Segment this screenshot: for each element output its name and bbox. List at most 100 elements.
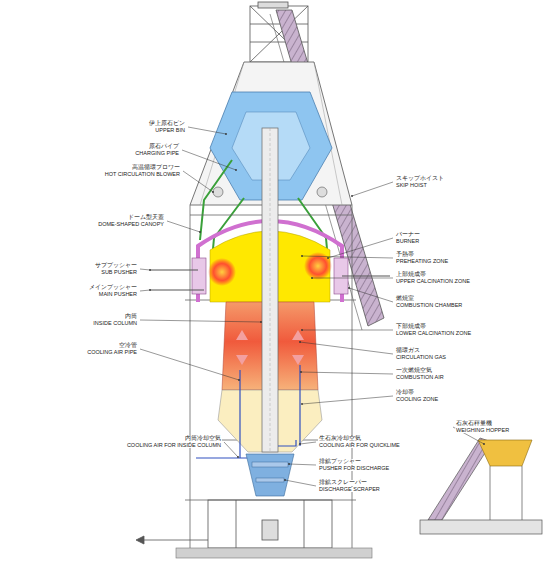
callout-label-en: MAIN PUSHER [98,292,138,298]
callout-label-en: INSIDE COLUMN [92,321,138,327]
leader-line [140,269,150,270]
callout-label-en: HOT CIRCULATION BLOWER [104,172,181,178]
leader-line [140,349,239,380]
callout-label-en: PREHEATING ZONE [395,259,449,265]
callout-label-jp: 予熱帯 [395,252,415,258]
weighing-hopper [478,440,532,466]
callout-label-jp: 下部焼成帯 [395,324,427,330]
leader-line [302,396,393,404]
leader-dot [311,277,313,279]
leader-line [328,238,393,258]
callout-label-en: PUSHER FOR DISCHARGE [318,466,390,472]
callout-label-jp: 空冷管 [118,343,138,349]
callout-label-en: SUB PUSHER [100,270,138,276]
callout-label-en: DOME-SHAPED CANOPY [97,222,165,228]
leader-line [224,442,238,457]
leader-line [183,171,213,192]
leader-dot [199,231,201,233]
callout-label-jp: スキップホイスト [395,176,445,182]
callout-label-jp: 冷却帯 [395,390,415,396]
callout-label-en: COMBUSTION AIR [395,375,445,381]
leader-dot [327,257,329,259]
leader-dot [149,269,151,271]
leader-dot [299,443,301,445]
leader-dot [299,341,301,343]
callout-label-jp: 石灰石秤量機 [455,421,493,427]
callout-label-jp: バーナー [395,232,421,238]
leader-line [312,278,393,279]
leader-line [352,182,393,196]
leader-line [182,150,236,170]
callout-label-jp: 内筒 [124,314,138,320]
leader-line [349,288,393,302]
burner-flame [208,258,236,286]
callout-label-jp: 循環ガス [395,348,421,354]
callout-label-jp: 生石灰冷却空気 [318,436,362,442]
discharge-scraper [256,478,284,482]
callout-label-jp: 上部焼成帯 [395,272,427,278]
leader-dot [301,255,303,257]
leader-dot [301,403,303,405]
callout-label-jp: 燃焼室 [395,296,415,302]
callout-label-en: UPPER CALCINATION ZONE [395,279,471,285]
leader-line [300,442,316,444]
callout-label-en: COOLING AIR PIPE [86,350,138,356]
leader-dot [149,289,151,291]
inside-column [262,128,278,452]
leader-dot [301,329,303,331]
leader-dot [300,371,302,373]
leader-line [140,320,261,322]
callout-label-jp: 排鉱プッシャー [318,459,362,465]
leader-line [300,342,393,354]
callout-label-en: COOLING AIR FOR QUICKLIME [318,443,401,449]
leader-dot [225,133,227,135]
charging-incline [428,438,492,520]
callout-label-jp: 高温循環ブロワー [131,165,181,171]
callout-label-jp: 伊上原石ビン [148,121,186,127]
callout-label-en: UPPER BIN [154,128,186,134]
leader-line [167,221,200,232]
leader-dot [348,287,350,289]
leader-line [301,372,393,374]
callout-label-en: COMBUSTION CHAMBER [395,303,463,309]
callout-label-en: SKIP HOIST [395,183,428,189]
callout-label-en: CHARGING PIPE [134,151,180,157]
callout-label-en: COOLING ZONE [395,397,439,403]
base-structure [208,500,332,548]
leader-line [289,464,316,465]
leader-line [188,127,226,134]
leader-dot [284,479,286,481]
callout-label-jp: 原石パイプ [148,144,180,150]
leader-line [302,330,393,331]
leader-line [302,256,393,258]
leader-line [140,290,150,291]
leader-dot [238,379,240,381]
callout-label-jp: 排鉱スクレーパー [318,480,368,486]
callout-label-jp: メインプッシャー [88,285,138,291]
hopper-support [420,466,542,534]
leader-dot [235,169,237,171]
discharge-cone [246,454,294,496]
pusher-for-discharge [252,462,288,467]
foundation [176,548,372,558]
leader-dot [237,456,239,458]
leader-dot [288,463,290,465]
callout-label-en: DISCHARGE SCRAPER [318,487,381,493]
callout-label-jp: 内筒冷却空気 [184,436,222,442]
leader-dot [260,321,262,323]
leader-dot [351,195,353,197]
leader-dot [212,191,214,193]
callout-label-jp: 一次燃焼空気 [395,368,433,374]
callout-label-en: WEIGHING HOPPER [455,428,510,434]
column-axis [270,128,271,452]
discharge-conveyor [136,536,208,544]
callout-label-jp: ドーム型天蓋 [127,215,165,221]
callout-label-en: LOWER CALCINATION ZONE [395,331,472,337]
callout-label-en: BURNER [395,239,420,245]
callout-label-jp: サブプッシャー [94,263,138,269]
leader-line [285,480,316,486]
callout-label-en: CIRCULATION GAS [395,355,447,361]
